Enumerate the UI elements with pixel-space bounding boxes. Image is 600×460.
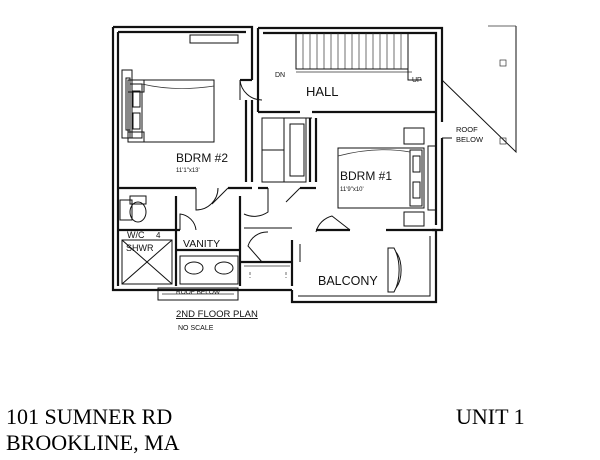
- bathroom-fixtures: [121, 195, 290, 285]
- interior-walls: [118, 78, 436, 286]
- bed-bedroom-2: [127, 79, 215, 143]
- stair-label-down: DN: [275, 72, 285, 79]
- room-label-vanity: VANITY: [183, 238, 220, 250]
- room-size-bedroom-2: 11'1"x13': [176, 168, 200, 174]
- room-label-bedroom-2: BDRM #2: [176, 151, 228, 165]
- room-label-balcony: BALCONY: [318, 274, 378, 288]
- plan-title: 2ND FLOOR PLAN: [176, 309, 258, 320]
- bed-bedroom-1: [337, 127, 425, 227]
- room-size-bedroom-1: 11'9"x10': [340, 187, 364, 193]
- roof-below-right: [441, 25, 517, 154]
- roof-below-bottom-label: ROOF BELOW: [176, 289, 221, 296]
- room-label-hall: HALL: [306, 84, 339, 99]
- room-label-bedroom-1: BDRM #1: [340, 169, 392, 183]
- room-label-shower: SHWR: [126, 243, 154, 253]
- address-line-2: BROOKLINE, MA: [6, 430, 180, 455]
- roof-below-label-line-1: ROOF: [456, 125, 478, 134]
- stair-label-up: UP: [412, 77, 422, 84]
- staircase: [295, 32, 422, 81]
- unit-label: UNIT 1: [456, 404, 525, 429]
- balcony-bay: [387, 247, 402, 293]
- address-line-1: 101 SUMNER RD: [6, 404, 173, 429]
- room-label-wc: W/C: [127, 230, 145, 240]
- exterior-walls: [111, 25, 444, 304]
- doors: [179, 79, 351, 263]
- plan-scale-note: NO SCALE: [178, 325, 214, 332]
- roof-below-label-line-2: BELOW: [456, 135, 484, 144]
- wc-marker: 4: [156, 231, 161, 240]
